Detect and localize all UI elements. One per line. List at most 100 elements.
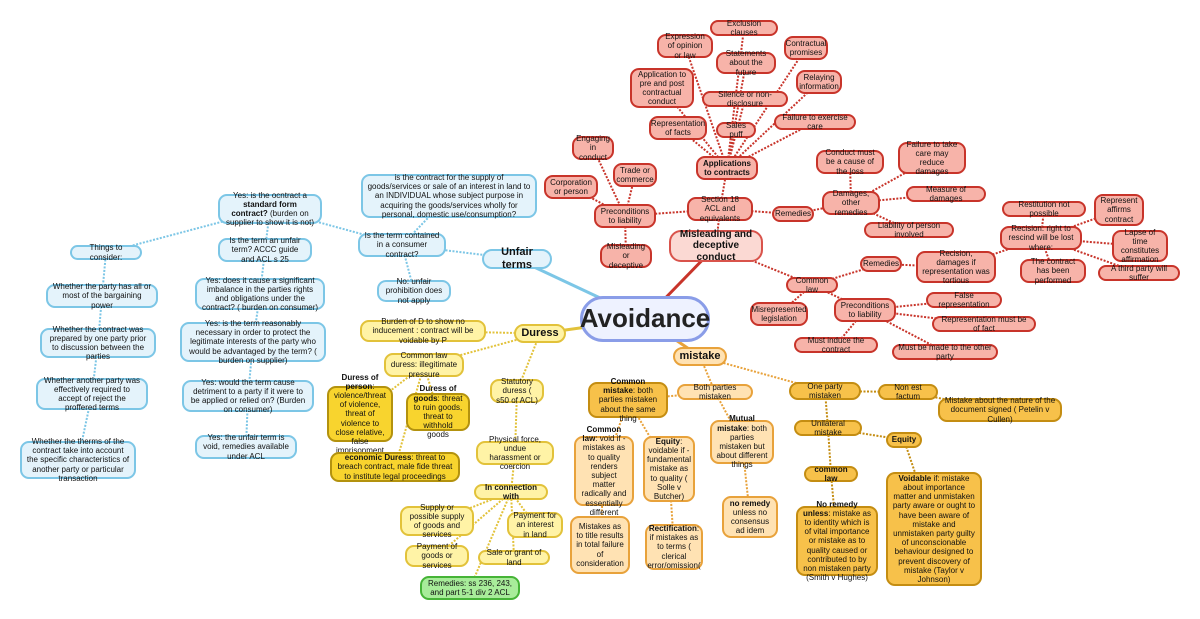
node-text: Voidable if: mistake about importance ma… [892, 474, 976, 584]
term-in-consumer-contract: Is the term contained in a consumer cont… [358, 231, 446, 259]
right-to-rescind-lost: Recision: right to rescind will be lost … [1000, 224, 1082, 252]
node-text: Exclusion clauses [726, 18, 762, 37]
node-text: Failure to exercise care [782, 112, 848, 131]
node-text: No: unfair prohibition does not apply [385, 277, 443, 305]
standard-form-contract-question: Yes: is the ocntract a standard form con… [218, 191, 322, 227]
node-text: Liability of person involved [877, 220, 941, 239]
text-emphasis: Equity [655, 436, 681, 446]
text-part: : threat to ruin goods, threat to withho… [413, 393, 463, 440]
acl-remedies: Remedies [772, 206, 814, 222]
node-text: Restitution not possible [1018, 199, 1070, 218]
node-text: Trade or commerce [616, 165, 654, 184]
node-text: Preconditions to liability [600, 206, 650, 225]
node-text: is the contract for the supply of goods/… [367, 173, 531, 219]
node-text: Unilateral mistake [811, 418, 845, 437]
no-remedy-consensus: no remedy unless no consensus ad idem [722, 496, 778, 538]
node-text: Must induce the contract [807, 335, 865, 354]
node-text: Expression of opinion or law [665, 32, 705, 60]
node-text: Common law duress: illegitimate pressure [390, 351, 458, 379]
node-text: economic Duress: threat to breach contra… [336, 453, 454, 481]
node-text: Contractual promises [785, 38, 827, 57]
node-text: Engaging in conduct [576, 134, 610, 162]
node-text: Relaying information [799, 72, 839, 91]
node-text: Representation must be of fact [941, 314, 1027, 333]
node-text: Is the term contained in a consumer cont… [364, 231, 440, 259]
required-accept-reject: Whether another party was effectively re… [36, 376, 148, 412]
contract-performed: The contract has been performed [1020, 257, 1086, 285]
text-emphasis: No remedy unless [802, 499, 858, 518]
node-text: Represent affirms contract [1100, 196, 1138, 224]
duress-of-goods: Duress of goods: threat to ruin goods, t… [406, 384, 470, 439]
text-emphasis: Rectification [648, 524, 697, 534]
made-to-other-party: Must be made to the other party [892, 343, 998, 361]
text-emphasis: Common law [582, 425, 622, 444]
node-text: Whether the party has all or most of the… [52, 282, 152, 310]
connector-line [864, 299, 965, 311]
must-induce-contract: Must induce the contract [794, 335, 878, 354]
text-part: : mistake as to identity which is of vit… [803, 508, 872, 583]
unilateral-equity: Equity [886, 432, 922, 448]
node-text: Whether the therms of the contract take … [26, 437, 130, 483]
mistake-as-to-title: Mistakes as to title results in total fa… [570, 516, 630, 574]
unilateral-common-law: common law [804, 465, 858, 483]
common-law-duress: Common law duress: illegitimate pressure [384, 351, 464, 379]
connector-line [726, 47, 807, 169]
text-part: : if mistakes as to terms ( clerical err… [647, 524, 701, 570]
node-text: Rectification: if mistakes as to terms (… [647, 524, 700, 570]
text-part: if: mistake about importance matter and … [892, 473, 976, 584]
text-emphasis: Duress of person [341, 372, 379, 391]
relaying-information: Relaying information [796, 70, 842, 94]
contractual-promises: Contractual promises [784, 36, 828, 60]
unfair-term-void: Yes: the unfair term is void, remedies a… [195, 433, 297, 461]
node-text: Common law [795, 275, 829, 294]
common-law-remedies: Remedies [860, 256, 902, 272]
node-text: Yes: is the term reasonably necessary in… [189, 319, 317, 365]
in-connection-with: In connection with [474, 483, 548, 501]
text-part: : void if - mistakes as to quality rende… [581, 434, 627, 517]
connector-line [469, 491, 512, 589]
node-text: Mutual mistake: both parties mistaken bu… [716, 414, 768, 469]
measure-of-damages: Measure of damages [906, 185, 986, 203]
third-party-suffer: A third party will suffer [1098, 263, 1180, 282]
branch-label: Unfair terms [501, 246, 533, 271]
physical-force: Physical force, undue harassment or coer… [476, 435, 554, 471]
engaging-in-conduct: Engaging in conduct [572, 134, 614, 162]
one-party-mistaken: One party mistaken [789, 382, 861, 400]
node-text: Section 18 ACL and equivalents [699, 195, 741, 223]
node-text: Statutory duress ( s50 of ACL) [496, 377, 538, 405]
non-est-factum: Non est factum [878, 382, 938, 401]
node-text: Applications to contracts [702, 158, 751, 177]
node-text: A third party will suffer [1110, 263, 1168, 282]
node-text: Payment for an interest in land [513, 511, 557, 539]
node-text: Preconditions to liability [840, 300, 890, 319]
damages-other-remedies: Damages, other remedies [822, 189, 880, 217]
exclusion-clauses: Exclusion clauses [710, 18, 778, 37]
node-text: Yes: would the term cause detriment to a… [190, 377, 306, 415]
no-remedy-unless: No remedy unless: mistake as to identity… [796, 500, 878, 582]
node-text: Application to pre and post contractual … [637, 69, 687, 107]
node-text: Non est factum [894, 382, 922, 401]
node-text: Duress of person: violence/threat of vio… [333, 373, 387, 456]
common-mistake: Common mistake: both parties mistaken ab… [588, 377, 668, 423]
node-text: Equity: voidable if - fundamental mistak… [647, 437, 691, 501]
recision-damages: Recision, damages if representation was … [916, 248, 996, 286]
pre-post-contractual-conduct: Application to pre and post contractual … [630, 68, 694, 108]
consumer-contract-question: is the contract for the supply of goods/… [361, 173, 537, 219]
node-text: Sale or grant of land [486, 548, 542, 567]
connector-line [1040, 237, 1141, 247]
text-emphasis: standard form contract? [231, 199, 297, 218]
supply-goods-services: Supply or possible supply of goods and s… [400, 503, 474, 539]
node-text: Recision, damages if representation was … [922, 248, 990, 286]
node-text: The contract has been performed [1030, 257, 1076, 285]
node-text: Recision: right to rescind will be lost … [1008, 224, 1074, 252]
node-text: False representation [938, 290, 990, 309]
connector-line [726, 121, 816, 169]
node-text: Silence or non-disclosure [718, 89, 772, 108]
branch-label: mistake [679, 350, 721, 363]
both-parties-mistaken: Both parties mistaken [677, 383, 753, 401]
payment-goods-services: Payment of goods or services [405, 542, 469, 570]
branch-duress: Duress [514, 324, 566, 343]
node-text: Whether the contract was prepared by one… [49, 324, 147, 362]
node-text: Damages, other remedies [832, 189, 870, 217]
text-emphasis: Voidable [898, 473, 932, 483]
